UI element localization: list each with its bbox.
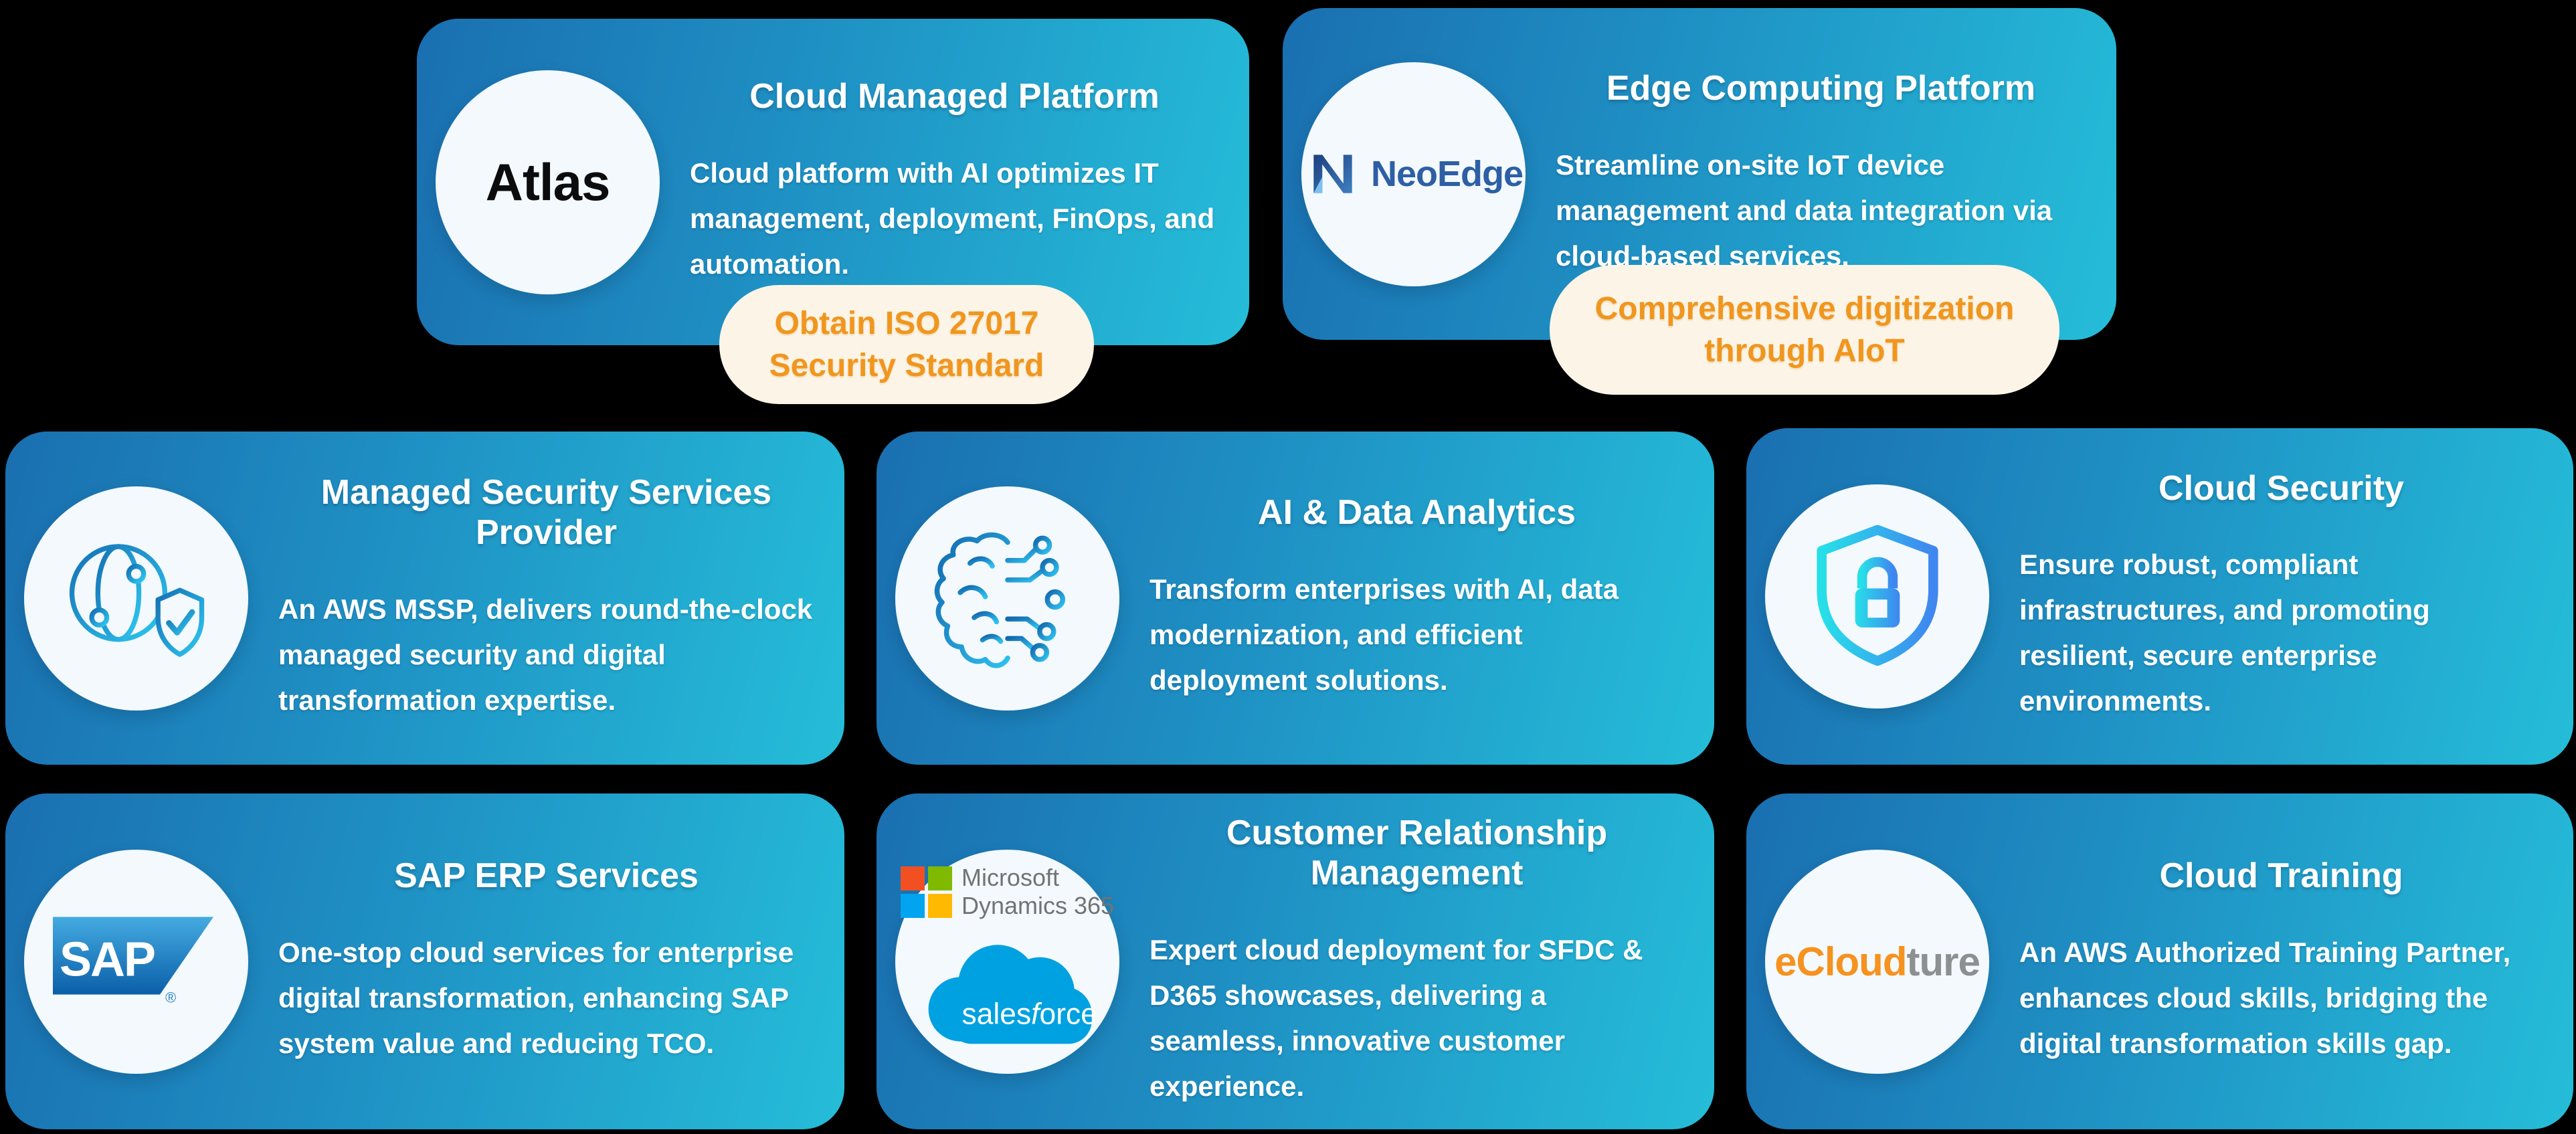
salesforce-logo-text: salesforce: [961, 998, 1097, 1031]
card-description: An AWS MSSP, delivers round-the-clock ma…: [278, 593, 813, 716]
card-content: SAP ERP Services One-stop cloud services…: [248, 793, 844, 1129]
card-content: Edge Computing Platform Streamline on-si…: [1526, 8, 2116, 340]
card-content: AI & Data Analytics Transform enterprise…: [1119, 432, 1714, 765]
card-title: Cloud Training: [2159, 856, 2403, 896]
card-description: One-stop cloud services for enterprise d…: [278, 936, 794, 1059]
sap-logo-circle: SAP ®: [24, 849, 248, 1074]
card-description: Transform enterprises with AI, data mode…: [1149, 573, 1619, 696]
card-content: Cloud Training An AWS Authorized Trainin…: [1989, 793, 2573, 1129]
card-customer-relationship-management: Microsoft Dynamics 365 salesforce: [877, 793, 1714, 1129]
atlas-logo-circle: Atlas: [436, 70, 660, 294]
shield-lock-icon: [1816, 525, 1938, 666]
card-content: Cloud Security Ensure robust, compliant …: [1989, 428, 2573, 765]
card-title: Cloud Security: [2158, 468, 2404, 508]
card-description: Streamline on-site IoT device management…: [1556, 149, 2053, 272]
card-ai-data-analytics: AI & Data Analytics Transform enterprise…: [877, 432, 1714, 765]
card-title: Managed Security Services Provider: [320, 473, 772, 552]
card-managed-security-services-provider: Managed Security Services Provider An AW…: [5, 432, 844, 765]
ecloudture-logo-circle: eCloudture: [1765, 849, 1989, 1074]
ecloudture-logo: eCloudture: [1774, 939, 1981, 985]
mssp-logo-circle: [24, 486, 248, 711]
card-content: Cloud Managed Platform Cloud platform wi…: [660, 19, 1249, 345]
card-description: Ensure robust, compliant infrastructures…: [2019, 549, 2430, 717]
card-title: Customer Relationship Management: [1226, 814, 1608, 892]
neoedge-logo-circle: NeoEdge: [1301, 62, 1526, 286]
card-cloud-managed-platform: Atlas Cloud Managed Platform Cloud platf…: [417, 19, 1249, 345]
globe-shield-icon: [69, 543, 205, 657]
microsoft-squares-icon: [900, 866, 952, 918]
card-sap-erp-services: SAP ® SAP ERP Services One-stop cloud se…: [5, 793, 844, 1129]
neoedge-logo: NeoEdge: [1304, 145, 1524, 203]
microsoft-logo-line1: Microsoft: [961, 863, 1059, 891]
card-description: An AWS Authorized Training Partner, enha…: [2019, 936, 2511, 1059]
ai-logo-circle: [895, 486, 1119, 711]
badge-iso-27017: Obtain ISO 27017 Security Standard: [719, 285, 1094, 404]
neoedge-logo-text: NeoEdge: [1370, 154, 1524, 194]
microsoft-logo-line2: Dynamics 365: [961, 892, 1115, 919]
card-title: Cloud Managed Platform: [749, 77, 1160, 116]
card-cloud-security: Cloud Security Ensure robust, compliant …: [1746, 428, 2573, 765]
card-description: Expert cloud deployment for SFDC & D365 …: [1149, 933, 1643, 1102]
crm-logo-circle: Microsoft Dynamics 365 salesforce: [895, 849, 1119, 1074]
card-cloud-training: eCloudture Cloud Training An AWS Authori…: [1746, 793, 2573, 1129]
cloud-security-logo-circle: [1765, 484, 1989, 708]
ecloudture-logo-orange: eCloud: [1774, 939, 1907, 984]
card-content: Customer Relationship Management Expert …: [1119, 793, 1714, 1129]
crm-logos: Microsoft Dynamics 365 salesforce: [900, 863, 1115, 1060]
microsoft-dynamics-365-logo: Microsoft Dynamics 365: [900, 863, 1115, 921]
sap-logo-text: SAP: [60, 933, 155, 986]
atlas-logo: Atlas: [485, 152, 611, 211]
card-description: Cloud platform with AI optimizes IT mana…: [690, 157, 1215, 280]
neoedge-n-icon: [1313, 155, 1352, 193]
sap-registered-mark: ®: [165, 989, 176, 1006]
sap-logo: SAP ®: [52, 917, 213, 1006]
card-content: Managed Security Services Provider An AW…: [248, 432, 844, 765]
ecloudture-logo-gray: ture: [1906, 939, 1980, 984]
card-title: AI & Data Analytics: [1258, 493, 1576, 533]
brain-circuit-icon: [934, 532, 1065, 668]
salesforce-logo: salesforce: [928, 945, 1097, 1044]
card-title: SAP ERP Services: [394, 856, 699, 896]
badge-aiot-digitization: Comprehensive digitization through AIoT: [1550, 265, 2059, 395]
card-title: Edge Computing Platform: [1606, 69, 2036, 108]
